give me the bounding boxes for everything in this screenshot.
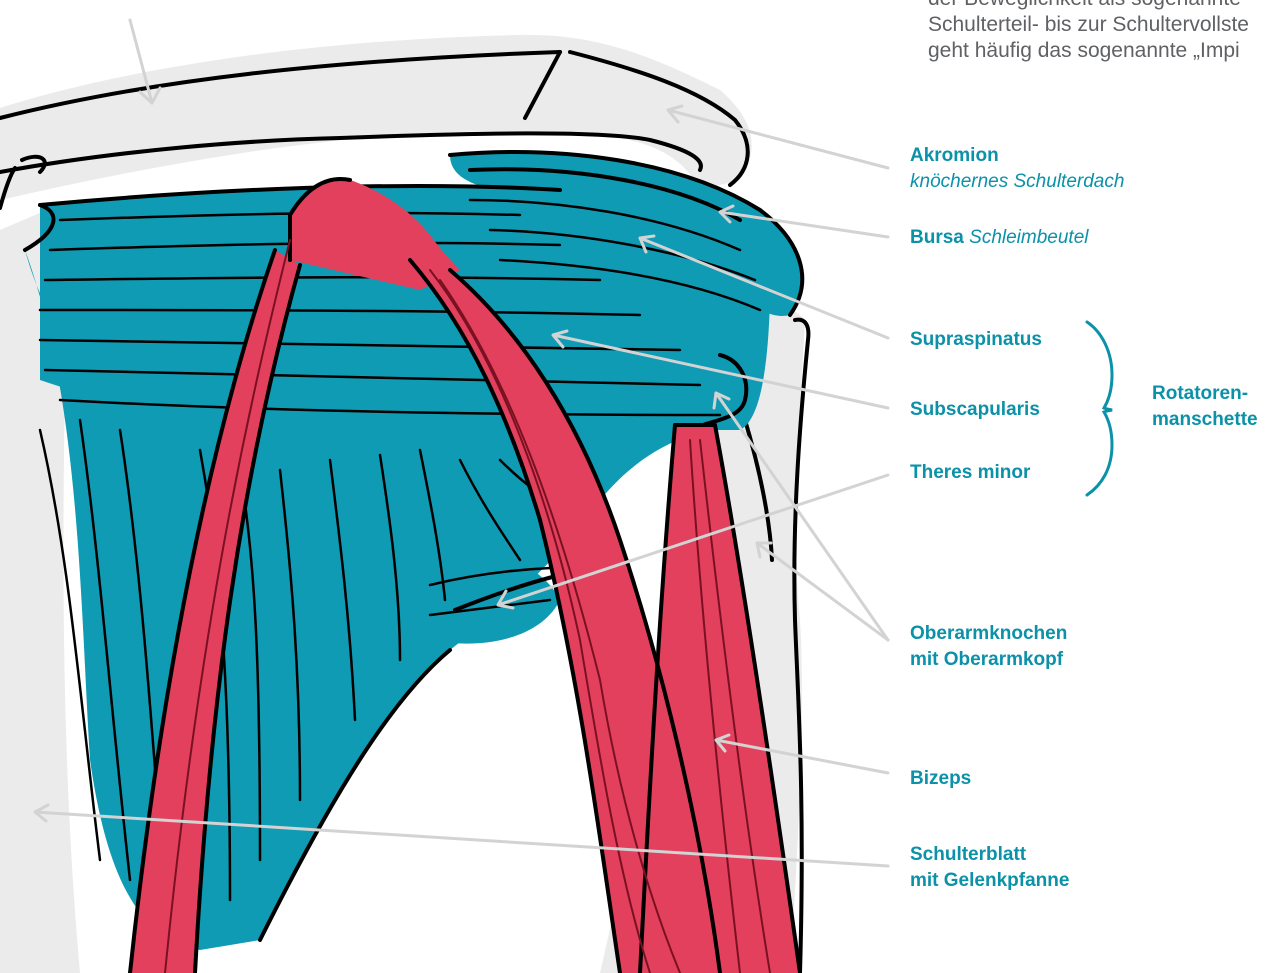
akromion-subtitle: knöchernes Schulterdach — [910, 169, 1124, 195]
paragraph-line-1: der Beweglichkeit als sogenannte — [928, 0, 1273, 12]
supraspinatus-text: Supraspinatus — [910, 329, 1042, 350]
label-oberarmknochen: Oberarmknochen mit Oberarmkopf — [910, 621, 1067, 673]
bursa-title: Bursa — [910, 227, 964, 248]
label-bizeps: Bizeps — [910, 766, 971, 792]
label-schulterblatt: Schulterblatt mit Gelenkpfanne — [910, 842, 1069, 894]
label-theres-minor: Theres minor — [910, 460, 1030, 486]
label-supraspinatus: Supraspinatus — [910, 327, 1042, 353]
oberarmknochen-line-1: Oberarmknochen — [910, 621, 1067, 647]
schulterblatt-line-1: Schulterblatt — [910, 842, 1069, 868]
rotatorenmanschette-line-1: Rotatoren- — [1152, 381, 1258, 407]
label-rotatorenmanschette: Rotatoren- manschette — [1152, 381, 1258, 433]
label-subscapularis: Subscapularis — [910, 397, 1040, 423]
paragraph-line-3: geht häufig das sogenannte „Impi — [928, 38, 1273, 64]
schulterblatt-line-2: mit Gelenkpfanne — [910, 868, 1069, 894]
rotatorenmanschette-line-2: manschette — [1152, 407, 1258, 433]
subscapularis-text: Subscapularis — [910, 399, 1040, 420]
akromion-title: Akromion — [910, 145, 999, 166]
bizeps-text: Bizeps — [910, 768, 971, 789]
theres-minor-text: Theres minor — [910, 462, 1030, 483]
rotator-cuff-brace — [1087, 322, 1112, 495]
label-akromion: Akromion knöchernes Schulterdach — [910, 143, 1124, 195]
intro-paragraph: der Beweglichkeit als sogenannte Schulte… — [928, 0, 1273, 64]
bursa-subtitle: Schleimbeutel — [969, 227, 1088, 248]
oberarmknochen-line-2: mit Oberarmkopf — [910, 647, 1067, 673]
paragraph-line-2: Schulterteil- bis zur Schultervollste — [928, 12, 1273, 38]
label-bursa: Bursa Schleimbeutel — [910, 225, 1088, 251]
